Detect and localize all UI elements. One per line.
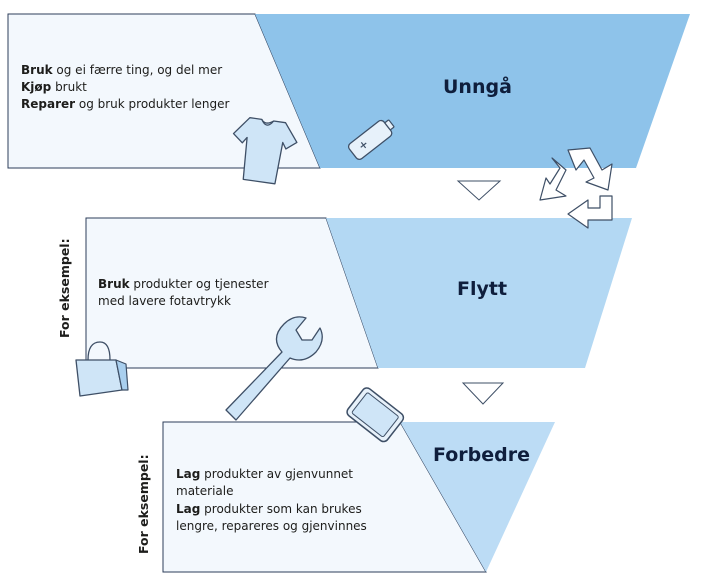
tier-1-triangle — [255, 14, 690, 168]
wrench-icon — [225, 316, 323, 421]
down-arrow-icon — [456, 180, 502, 201]
tshirt-icon — [232, 117, 298, 185]
tier-3-line-4: lengre, repareres og gjenvinnes — [176, 519, 367, 533]
tier-2-title: Flytt — [457, 278, 508, 300]
tier-1-title: Unngå — [443, 76, 512, 98]
tier-3-side-label: For eksempel: — [136, 454, 151, 554]
shopping-bag-icon — [75, 341, 129, 397]
tier-1-line-2: Kjøp brukt — [21, 80, 87, 94]
tier-3-line-3: Lag produkter som kan brukes — [176, 502, 362, 516]
tier-2-line-1: Bruk produkter og tjenester — [98, 277, 269, 291]
recycle-icon — [539, 147, 613, 229]
tier-1-line-1: Bruk og ei færre ting, og del mer — [21, 63, 223, 77]
tablet-icon — [346, 387, 405, 443]
tier-3-line-1: Lag produkter av gjenvunnet — [176, 467, 354, 481]
tier-2-line-2: med lavere fotavtrykk — [98, 294, 231, 308]
tier-3-title: Forbedre — [433, 444, 530, 466]
tier-2-side-label: For eksempel: — [57, 238, 72, 338]
tier-3-line-2: materiale — [176, 484, 234, 498]
tier-2-triangle — [326, 218, 632, 368]
down-arrow-icon — [461, 382, 505, 405]
tier-1-line-3: Reparer og bruk produkter lenger — [21, 97, 230, 111]
battery-icon — [347, 119, 395, 161]
tier-3-triangle — [400, 422, 555, 572]
